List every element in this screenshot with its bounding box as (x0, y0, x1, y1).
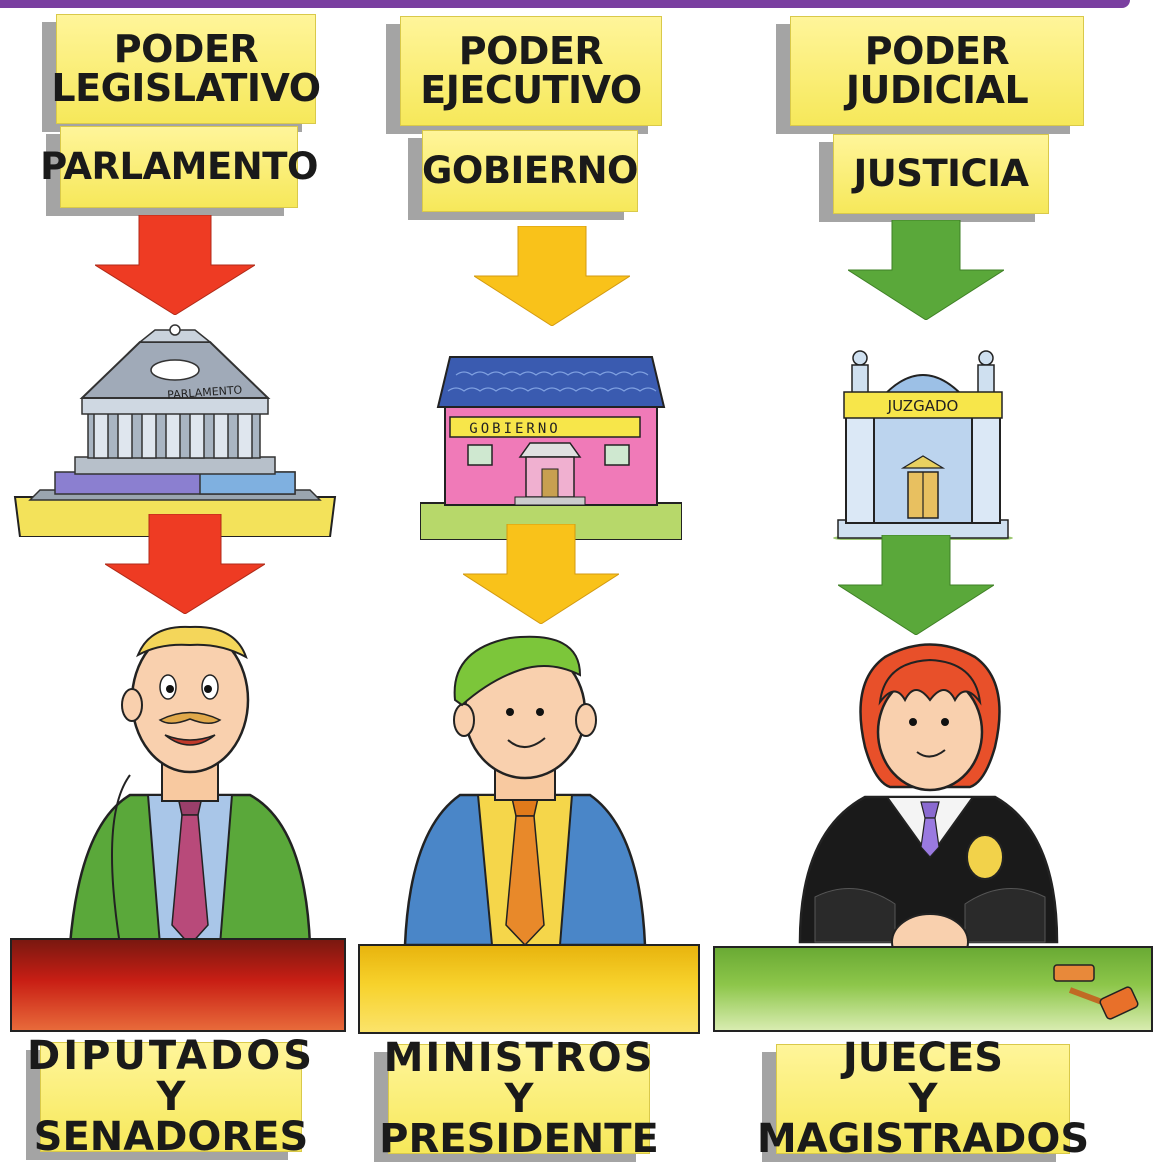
people-line: Y PRESIDENTE (379, 1075, 659, 1162)
building-sign: JUZGADO (887, 397, 959, 415)
desk-red (10, 938, 346, 1032)
institution-text: PARLAMENTO (40, 145, 318, 189)
title-line: PODER (113, 27, 259, 72)
deputy-person-icon (68, 625, 312, 945)
arrow-down-green-1 (848, 220, 1004, 320)
people-line: Y SENADORES (33, 1073, 309, 1161)
courthouse-building-icon: JUZGADO (833, 350, 1013, 540)
arrow-down-green-2 (838, 535, 994, 635)
people-ministros-presidente: MINISTROS Y PRESIDENTE (379, 1038, 659, 1160)
title-line: LEGISLATIVO (51, 66, 321, 110)
people-jueces-magistrados: JUECES Y MAGISTRADOS (757, 1038, 1089, 1160)
people-line: MINISTROS (383, 1034, 655, 1081)
institution-gobierno: GOBIERNO (422, 130, 638, 212)
title-poder-legislativo: PODER LEGISLATIVO (51, 14, 321, 124)
title-line: JUDICIAL (845, 68, 1029, 112)
title-line: PODER (458, 29, 604, 74)
government-building-icon: GOBIERNO (420, 356, 682, 540)
arrow-down-yellow-1 (474, 226, 630, 326)
institution-parlamento: PARLAMENTO (40, 126, 318, 208)
people-line: DIPUTADOS (26, 1032, 316, 1079)
minister-person-icon (403, 635, 647, 945)
title-poder-judicial: PODER JUDICIAL (790, 16, 1084, 126)
arrow-down-red-1 (95, 215, 255, 315)
institution-justicia: JUSTICIA (833, 134, 1049, 214)
people-diputados-senadores: DIPUTADOS Y SENADORES (27, 1036, 312, 1158)
people-line: Y MAGISTRADOS (756, 1075, 1090, 1162)
arrow-down-red-2 (105, 514, 265, 614)
desk-green (713, 946, 1153, 1032)
institution-text: GOBIERNO (422, 149, 638, 193)
people-line: JUECES (842, 1034, 1004, 1081)
building-sign: GOBIERNO (469, 421, 560, 437)
title-line: PODER (864, 29, 1010, 74)
top-border-bar (0, 0, 1130, 8)
arrow-down-yellow-2 (463, 524, 619, 624)
judge-person-icon (798, 643, 1059, 962)
desk-yellow (358, 944, 700, 1034)
gavel-icon (1053, 964, 1139, 1020)
title-line: EJECUTIVO (420, 68, 642, 112)
parliament-building-icon: PARLAMENTO (13, 324, 337, 537)
title-poder-ejecutivo: PODER EJECUTIVO (400, 16, 662, 126)
institution-text: JUSTICIA (853, 152, 1029, 196)
building-sign: PARLAMENTO (167, 383, 243, 401)
